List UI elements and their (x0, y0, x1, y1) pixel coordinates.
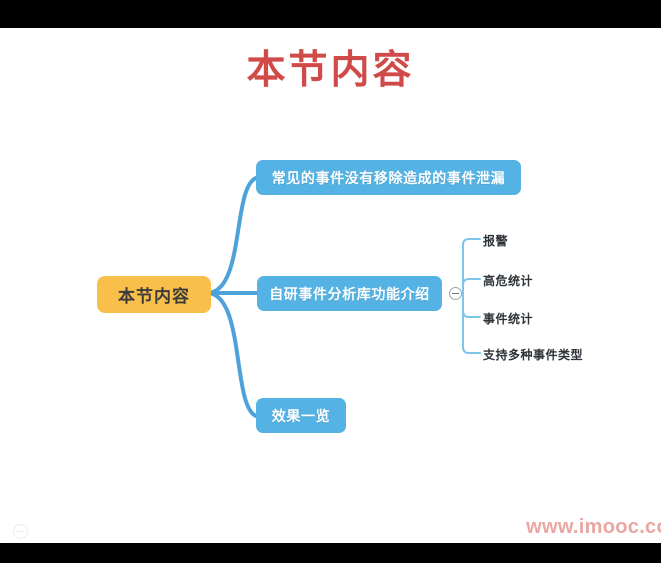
page-title: 本节内容 (246, 49, 415, 92)
mindmap-leaf-node-1[interactable]: 报警 (483, 232, 508, 249)
mindmap-branch-node-2[interactable]: 自研事件分析库功能介绍 (257, 276, 442, 311)
letterbox-bar-top (0, 0, 661, 28)
mindmap-leaf-node-3[interactable]: 事件统计 (483, 310, 533, 327)
collapse-circle-icon[interactable] (13, 524, 28, 539)
connector-sub-3 (462, 292, 481, 318)
connector-root-to-branch-3 (205, 291, 258, 418)
slide-canvas: 本节内容 本节内容 常见的事件没有移除造成的事件泄漏 (0, 28, 661, 543)
site-watermark: www.imooc.co (526, 516, 661, 538)
mindmap-leaf-node-2[interactable]: 高危统计 (483, 272, 533, 289)
mindmap-root-node[interactable]: 本节内容 (97, 276, 211, 313)
mindmap-leaf-label-1: 报警 (483, 234, 509, 248)
connector-sub-1 (462, 238, 481, 294)
mindmap-branch-node-1[interactable]: 常见的事件没有移除造成的事件泄漏 (256, 160, 521, 195)
mindmap-branch-label-2: 自研事件分析库功能介绍 (269, 285, 430, 302)
mindmap-leaf-label-2: 高危统计 (483, 274, 534, 288)
mindmap-leaf-label-3: 事件统计 (483, 312, 534, 326)
mindmap-branch-label-3: 效果一览 (271, 407, 331, 424)
connector-sub-4 (462, 292, 481, 354)
connector-sub-2 (462, 278, 481, 294)
mindmap-root-label: 本节内容 (118, 287, 190, 306)
mindmap-leaf-node-4[interactable]: 支持多种事件类型 (483, 346, 583, 363)
connector-root-to-branch-1 (205, 176, 258, 295)
mindmap-leaf-label-4: 支持多种事件类型 (483, 348, 584, 362)
minus-circle-icon[interactable] (449, 287, 462, 300)
letterbox-bar-bottom (0, 543, 661, 563)
mindmap-branch-label-1: 常见的事件没有移除造成的事件泄漏 (271, 169, 506, 186)
mindmap-branch-node-3[interactable]: 效果一览 (256, 398, 346, 433)
